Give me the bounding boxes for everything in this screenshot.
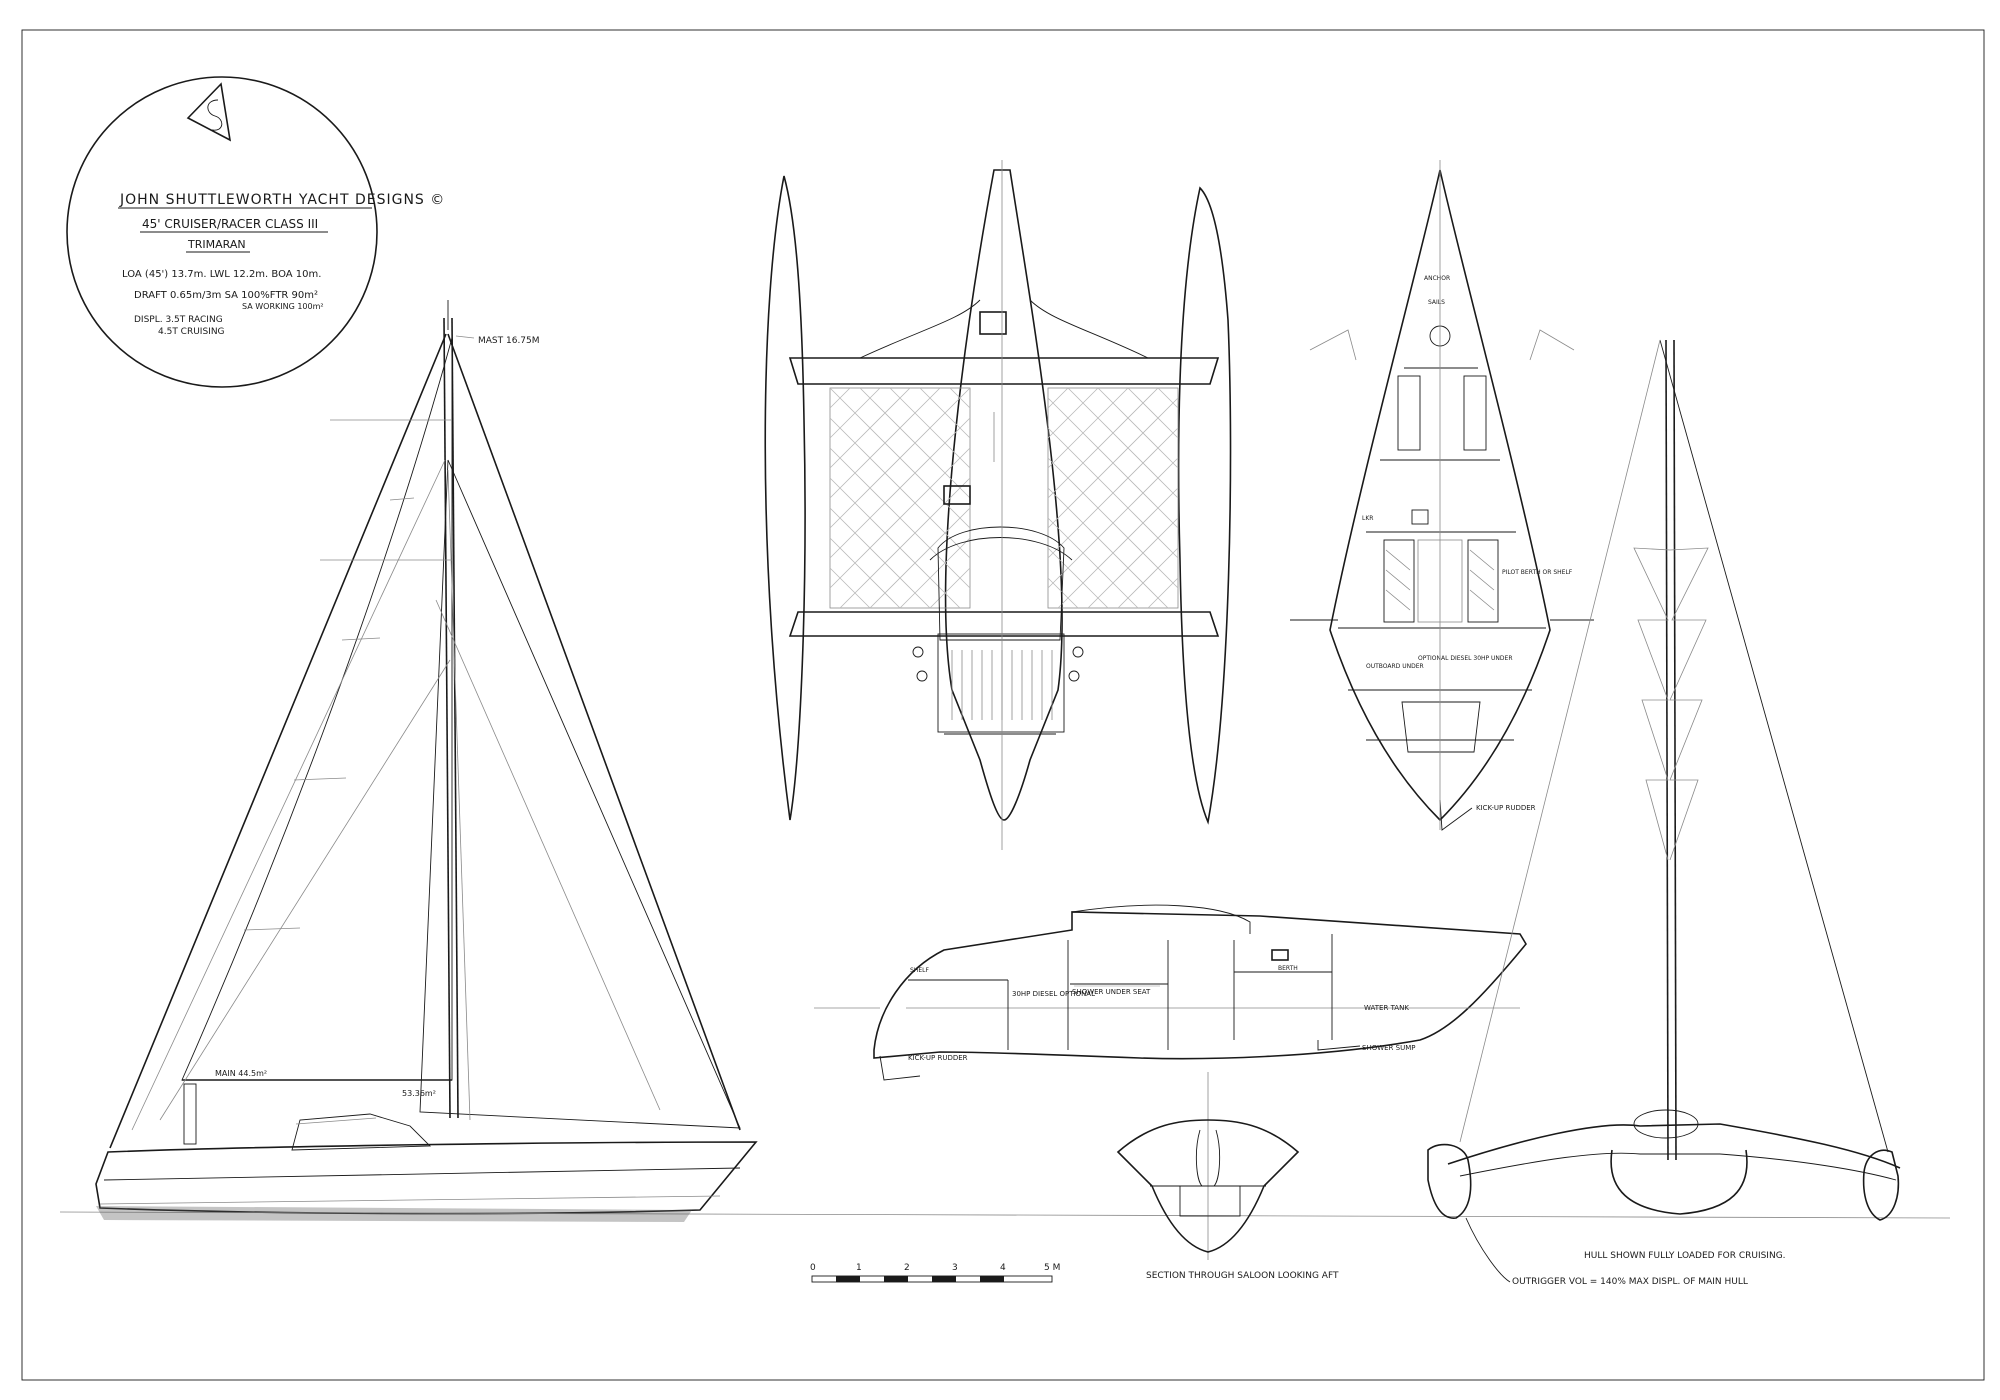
spec-line-4: DISPL. 3.5T RACING — [134, 315, 223, 325]
end-view-main-hull — [1610, 1149, 1748, 1215]
anchor-label: ANCHOR — [1424, 275, 1450, 282]
shelf-label: SHELF — [910, 967, 929, 974]
hull-profile — [95, 1141, 758, 1215]
trampoline-net-starboard — [1047, 387, 1179, 609]
mast — [443, 317, 451, 1119]
deck-plan — [764, 160, 1232, 850]
end-view: HULL SHOWN FULLY LOADED FOR CRUISING. OU… — [1427, 339, 1901, 1287]
fwd-berth-port — [1397, 375, 1421, 451]
jib-area-label: 53.36m² — [402, 1089, 436, 1098]
fore-hatch — [979, 311, 1007, 335]
locker-label: LKR — [1362, 515, 1373, 522]
mast-height-label: MAST 16.75M — [478, 336, 540, 346]
end-view-note: HULL SHOWN FULLY LOADED FOR CRUISING. — [1584, 1251, 1786, 1261]
galley-stove — [1411, 509, 1429, 525]
inboard-hull-outline — [873, 911, 1527, 1060]
designer-name: JOHN SHUTTLEWORTH YACHT DESIGNS © — [119, 192, 445, 208]
aft-berth — [1401, 701, 1481, 753]
design-type: TRIMARAN — [187, 238, 246, 251]
waterline — [59, 1211, 1951, 1219]
accommodation-plan: ANCHOR SAILS LKR PILOT BERTH OR SHELF OP… — [1290, 160, 1594, 831]
saloon-settee-stbd — [1467, 539, 1499, 623]
saloon-settee-port — [1383, 539, 1415, 623]
spec-line-5: 4.5T CRUISING — [158, 327, 225, 337]
end-view-crossbeam — [1447, 1123, 1901, 1169]
diesel-section-label: 30HP DIESEL OPTIONAL — [1012, 990, 1095, 998]
backstay — [109, 333, 447, 1149]
main-hull-plan — [944, 169, 1063, 821]
cockpit — [937, 633, 1065, 733]
forestay — [447, 333, 741, 1131]
section-caption: SECTION THROUGH SALOON LOOKING AFT — [1146, 1271, 1339, 1281]
genoa — [419, 459, 741, 1129]
sheet-border — [21, 29, 1985, 1381]
diesel-label: OPTIONAL DIESEL 30HP UNDER — [1418, 655, 1513, 662]
water-tank-label: WATER TANK — [1364, 1004, 1409, 1012]
outboard-label: OUTBOARD UNDER — [1366, 663, 1424, 670]
title-block: JOHN SHUTTLEWORTH YACHT DESIGNS © 45' CR… — [66, 76, 445, 388]
scale-tick-3: 3 — [952, 1263, 958, 1273]
mainsail — [181, 337, 453, 1081]
inboard-profile: SHELF 30HP DIESEL OPTIONAL SHOWER UNDER … — [814, 904, 1527, 1081]
scale-tick-1: 1 — [856, 1263, 862, 1273]
end-view-shroud — [1659, 339, 1889, 1153]
shower-label: SHOWER UNDER SEAT — [1072, 988, 1151, 996]
designer-logo-icon — [186, 82, 232, 142]
kick-up-rudder-plan-label: KICK-UP RUDDER — [1476, 804, 1536, 812]
side-hatch — [943, 485, 971, 505]
scale-tick-5: 5 M — [1044, 1263, 1060, 1273]
forward-crossbeam — [788, 357, 1220, 385]
port-float-plan — [764, 175, 806, 821]
pilot-berth-label: PILOT BERTH OR SHELF — [1502, 569, 1573, 576]
spec-line-3: SA WORKING 100m² — [242, 302, 324, 311]
starboard-float-plan — [1177, 186, 1232, 825]
spec-line-1: LOA (45') 13.7m. LWL 12.2m. BOA 10m. — [122, 269, 321, 280]
section-outline — [1116, 1119, 1300, 1253]
main-area-label: MAIN 44.5m² — [215, 1069, 267, 1078]
end-view-wheel — [1633, 1109, 1699, 1139]
scale-tick-4: 4 — [1000, 1263, 1006, 1273]
coachroof — [937, 526, 1065, 641]
title-circle — [66, 76, 378, 388]
kick-up-rudder-profile-label: KICK-UP RUDDER — [908, 1054, 968, 1062]
sail-plan: MAST 16.75M MAIN 44.5m² 53.36m² — [59, 300, 1951, 1222]
fwd-berth-stbd — [1463, 375, 1487, 451]
end-view-mast — [1665, 339, 1669, 1161]
coachroof-profile — [1071, 904, 1251, 934]
berth-label: BERTH — [1278, 965, 1298, 972]
pushpit — [183, 1083, 197, 1145]
scale-bar: 0 1 2 3 4 5 M — [810, 1263, 1060, 1283]
cabin-top — [291, 1113, 432, 1151]
sails-label: SAILS — [1428, 299, 1445, 306]
scale-tick-2: 2 — [904, 1263, 910, 1273]
end-view-stbd-float — [1862, 1149, 1900, 1221]
aft-crossbeam — [788, 611, 1220, 637]
midship-section: SECTION THROUGH SALOON LOOKING AFT — [1116, 1072, 1339, 1281]
spec-line-2: DRAFT 0.65m/3m SA 100%FTR 90m² — [134, 290, 318, 301]
outrigger-note: OUTRIGGER VOL = 140% MAX DISPL. OF MAIN … — [1512, 1277, 1748, 1287]
end-view-port-float — [1427, 1143, 1472, 1219]
scale-tick-0: 0 — [810, 1263, 816, 1273]
design-name: 45' CRUISER/RACER CLASS III — [142, 217, 318, 231]
shower-sump-label: SHOWER SUMP — [1362, 1044, 1415, 1052]
